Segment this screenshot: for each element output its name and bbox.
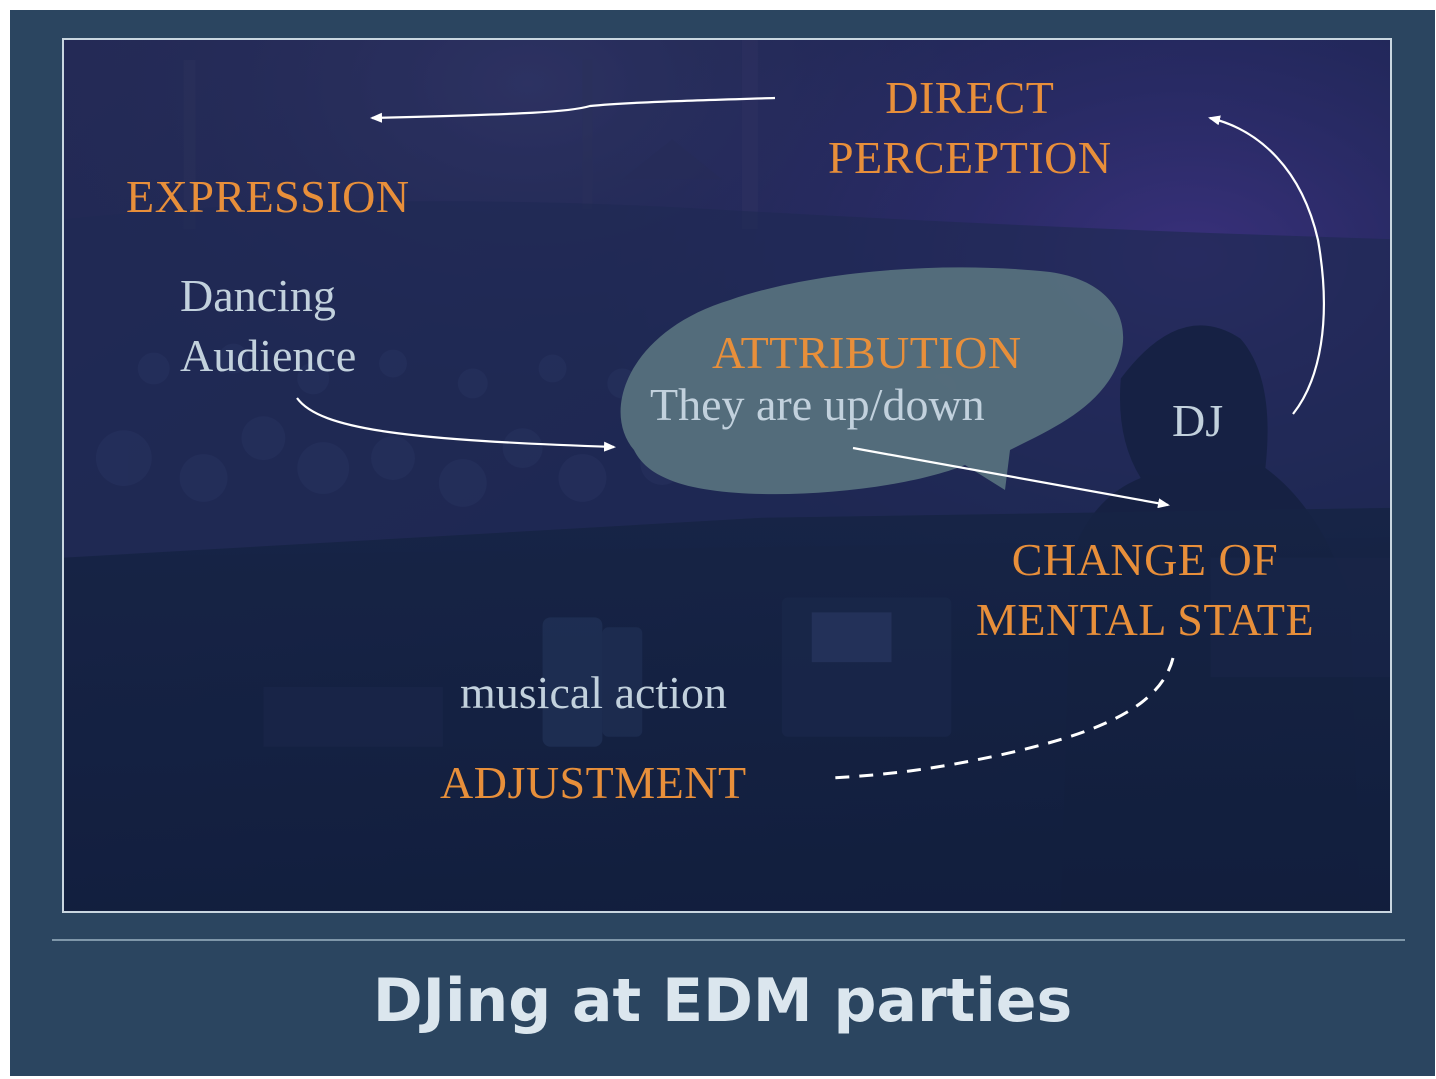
- label-dancing-audience: Dancing Audience: [180, 270, 357, 381]
- label-direct-perception: DIRECT PERCEPTION: [828, 72, 1112, 183]
- slide-title: DJing at EDM parties: [372, 966, 1073, 1036]
- label-adjustment: ADJUSTMENT: [440, 757, 747, 808]
- label-attribution: ATTRIBUTION: [712, 327, 1022, 378]
- slide: DIRECT PERCEPTION EXPRESSION Dancing Aud…: [10, 10, 1435, 1076]
- title-divider: [52, 939, 1405, 941]
- label-expression: EXPRESSION: [126, 171, 410, 222]
- label-dj: DJ: [1172, 395, 1224, 446]
- label-change-of-mental-state: CHANGE OF MENTAL STATE: [976, 534, 1315, 645]
- label-musical-action: musical action: [460, 667, 727, 718]
- label-attribution-detail: They are up/down: [650, 379, 985, 430]
